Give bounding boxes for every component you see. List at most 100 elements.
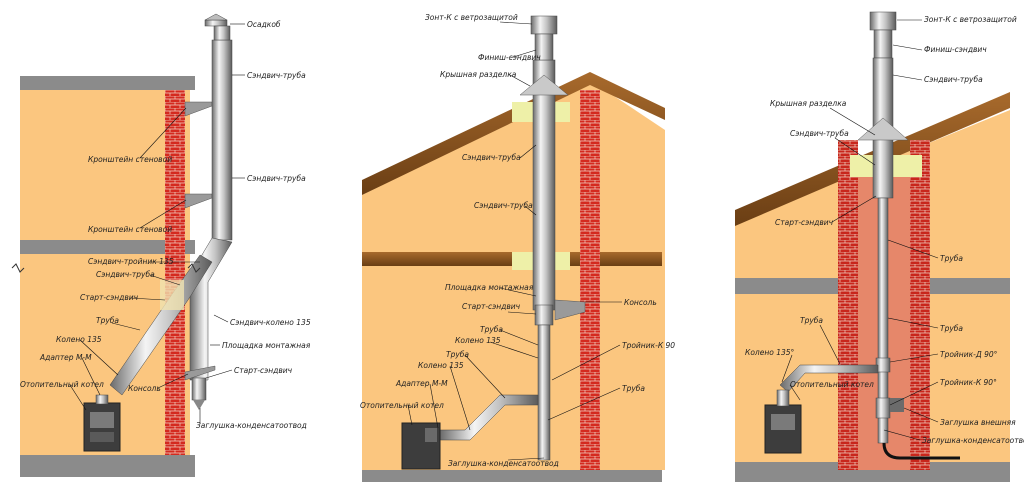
label-pipe: Труба xyxy=(96,316,119,325)
inner-pipe xyxy=(537,324,551,461)
floor-slab xyxy=(735,462,1010,482)
boiler-door xyxy=(771,414,795,430)
label-condensate-plug: Заглушка-конденсатоотвод xyxy=(196,421,307,430)
mount-platform xyxy=(184,365,216,381)
diagram-through-roof xyxy=(362,15,665,482)
sandwich-pipe-vertical xyxy=(211,39,233,241)
labels-diagram2: Зонт-К с ветрозащитой Финиш-сэндвич Крыш… xyxy=(360,13,675,468)
umbrella-cap xyxy=(530,15,558,35)
rain-cap-top xyxy=(204,13,228,21)
brick-wall xyxy=(165,90,185,455)
label-start-sandwich: Старт-сэндвич xyxy=(775,218,834,227)
label-sandwich-pipe-mid: Сэндвич-труба xyxy=(247,174,306,183)
condensate-plug xyxy=(193,400,205,410)
wall-sleeve xyxy=(160,280,184,310)
break-mark-left xyxy=(11,263,25,273)
umbrella-cap xyxy=(869,11,897,31)
floor-slab-mid xyxy=(20,240,195,254)
label-condensate-plug: Заглушка-конденсатоотвод xyxy=(448,459,559,468)
console xyxy=(554,299,586,321)
label-console: Консоль xyxy=(624,298,657,307)
tee-k90 xyxy=(875,397,891,419)
external-plug xyxy=(890,398,904,412)
label-boiler: Отопительный котел xyxy=(20,380,104,389)
label-elbow: Колено 135 xyxy=(56,335,102,344)
label-boiler: Отопительный котел xyxy=(360,401,444,410)
label-pipe-a: Труба xyxy=(480,325,503,334)
brick-chimney-left xyxy=(838,140,858,470)
start-sandwich xyxy=(191,377,207,401)
label-elbow-b: Колено 135 xyxy=(418,361,464,370)
label-roof-cut: Крышная разделка xyxy=(770,99,847,108)
label-sandwich-pipe-top: Сэндвич-труба xyxy=(247,71,306,80)
label-start-sandwich: Старт-сэндвич xyxy=(80,293,139,302)
label-tee-d90: Тройник-Д 90° xyxy=(940,350,998,359)
boiler-adapter xyxy=(95,394,109,405)
roof-flashing xyxy=(519,74,569,96)
label-condensate-plug: Заглушка-конденсатоотвод xyxy=(922,436,1024,445)
label-tee-k90: Тройник-К 90 xyxy=(622,341,675,350)
label-elbow: Колено 135° xyxy=(745,348,795,357)
finish-sandwich xyxy=(534,33,554,61)
label-console: Консоль xyxy=(128,384,161,393)
label-sandwich-pipe-2: Сэндвич-труба xyxy=(790,129,849,138)
label-pipe-3: Труба xyxy=(940,324,963,333)
label-plug-ext: Заглушка внешняя xyxy=(940,418,1016,427)
label-tee-k90: Тройник-К 90° xyxy=(940,378,997,387)
label-bracket-top: Кронштейн стеновой xyxy=(88,155,172,164)
label-pipe-c: Труба xyxy=(622,384,645,393)
label-pipe-1: Труба xyxy=(940,254,963,263)
labels-diagram1: Осадкоб Сэндвич-труба Кронштейн стеновой… xyxy=(20,20,311,430)
label-umbrella: Зонт-К с ветрозащитой xyxy=(425,13,518,22)
wall-bracket-mid xyxy=(184,193,213,209)
diagram-wall-mounted xyxy=(11,13,233,477)
floor-slab xyxy=(362,470,662,482)
labels-diagram3: Зонт-К с ветрозащитой Финиш-сэндвич Сэнд… xyxy=(745,15,1024,445)
diagram-in-brick-chimney xyxy=(735,11,1010,482)
wall-bracket-top xyxy=(184,101,213,117)
label-pipe-2: Труба xyxy=(800,316,823,325)
label-mount-platform: Площадка монтажная xyxy=(445,283,534,292)
condensate-hose xyxy=(882,442,960,460)
label-mount-platform: Площадка монтажная xyxy=(222,341,311,350)
label-sandwich-pipe-1: Сэндвич-труба xyxy=(462,153,521,162)
boiler-adapter xyxy=(776,389,790,407)
boiler-door xyxy=(90,412,114,428)
brick-chimney-right xyxy=(910,140,930,470)
label-elbow-a: Колено 135 xyxy=(455,336,501,345)
finish-sandwich xyxy=(873,29,893,59)
label-boiler: Отопительный котел xyxy=(790,380,874,389)
label-start-sandwich: Старт-сэндвич xyxy=(462,302,521,311)
label-bracket-mid: Кронштейн стеновой xyxy=(88,225,172,234)
label-adapter: Адаптер М-М xyxy=(39,353,92,362)
sandwich-elbow xyxy=(189,237,233,381)
sandwich-pipe-vertical xyxy=(532,59,556,311)
attic-background xyxy=(362,80,665,470)
rain-cap xyxy=(204,19,228,27)
pipe-neck xyxy=(213,25,231,41)
label-sandwich-pipe-top: Сэндвич-труба xyxy=(924,75,983,84)
label-start-sandwich-2: Старт-сэндвич xyxy=(234,366,293,375)
ceiling-slab-top xyxy=(20,76,195,90)
label-sandwich-pipe-2: Сэндвич-труба xyxy=(474,201,533,210)
label-sandwich-tee: Сэндвич-тройник 135 xyxy=(88,257,174,266)
label-osadkobrannik: Осадкоб xyxy=(247,20,281,29)
floor-slab-bottom xyxy=(20,455,195,477)
label-roof-cut: Крышная разделка xyxy=(440,70,517,79)
connector-pipe xyxy=(439,394,539,441)
boiler-ash xyxy=(90,432,114,442)
brick-wall xyxy=(580,90,600,470)
label-sandwich-pipe-low: Сэндвич-труба xyxy=(96,270,155,279)
roof-flashing xyxy=(857,117,909,141)
label-pipe-b: Труба xyxy=(446,350,469,359)
start-sandwich xyxy=(534,304,554,326)
room-background xyxy=(20,90,190,455)
label-umbrella: Зонт-К с ветрозащитой xyxy=(924,15,1017,24)
label-finish-sandwich: Финиш-сэндвич xyxy=(478,53,541,62)
boiler-panel xyxy=(425,428,437,442)
break-mark-right xyxy=(187,263,201,273)
label-sandwich-elbow: Сэндвич-колено 135 xyxy=(230,318,311,327)
label-finish-sandwich: Финиш-сэндвич xyxy=(924,45,987,54)
label-adapter: Адаптер М-М xyxy=(395,379,448,388)
